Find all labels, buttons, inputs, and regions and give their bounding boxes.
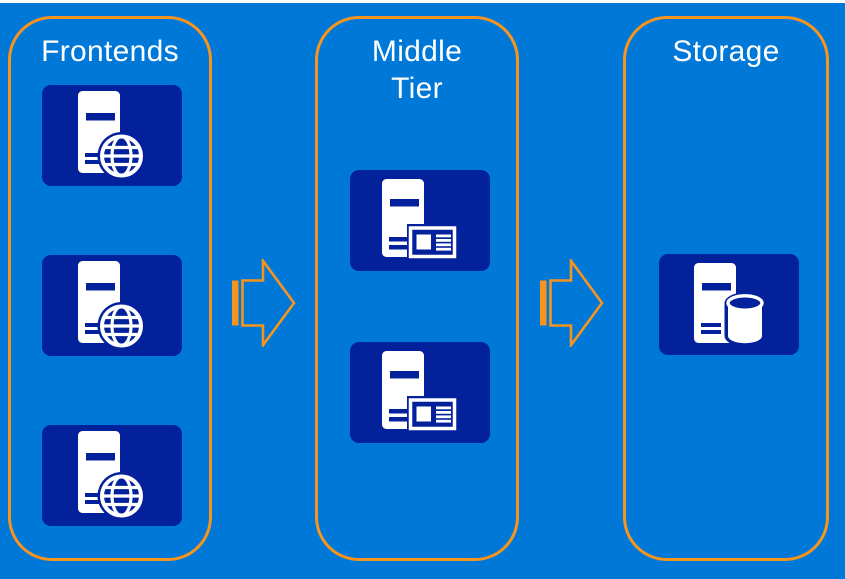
tier-title-storage: Storage <box>672 35 780 68</box>
tier-column-frontends: Frontends <box>8 16 212 561</box>
node-tile <box>350 342 490 443</box>
striped-right-arrow-icon <box>540 259 604 347</box>
tier-title-frontends: Frontends <box>41 35 179 68</box>
striped-right-arrow-icon <box>232 259 296 347</box>
server-globe-icon <box>78 261 146 351</box>
server-globe-icon <box>78 91 146 181</box>
server-database-icon <box>694 263 764 347</box>
server-globe-icon <box>78 431 146 521</box>
node-tile <box>42 425 182 526</box>
node-tile <box>42 255 182 356</box>
server-app-icon <box>382 179 458 263</box>
top-edge-strip <box>0 0 845 3</box>
node-tile <box>659 254 799 355</box>
tier-title-middle-tier: Middle Tier <box>371 35 463 105</box>
node-tile <box>42 85 182 186</box>
node-tile <box>350 170 490 271</box>
tier-column-middle-tier: Middle Tier <box>315 16 519 561</box>
tier-column-storage: Storage <box>623 16 829 561</box>
server-app-icon <box>382 351 458 435</box>
